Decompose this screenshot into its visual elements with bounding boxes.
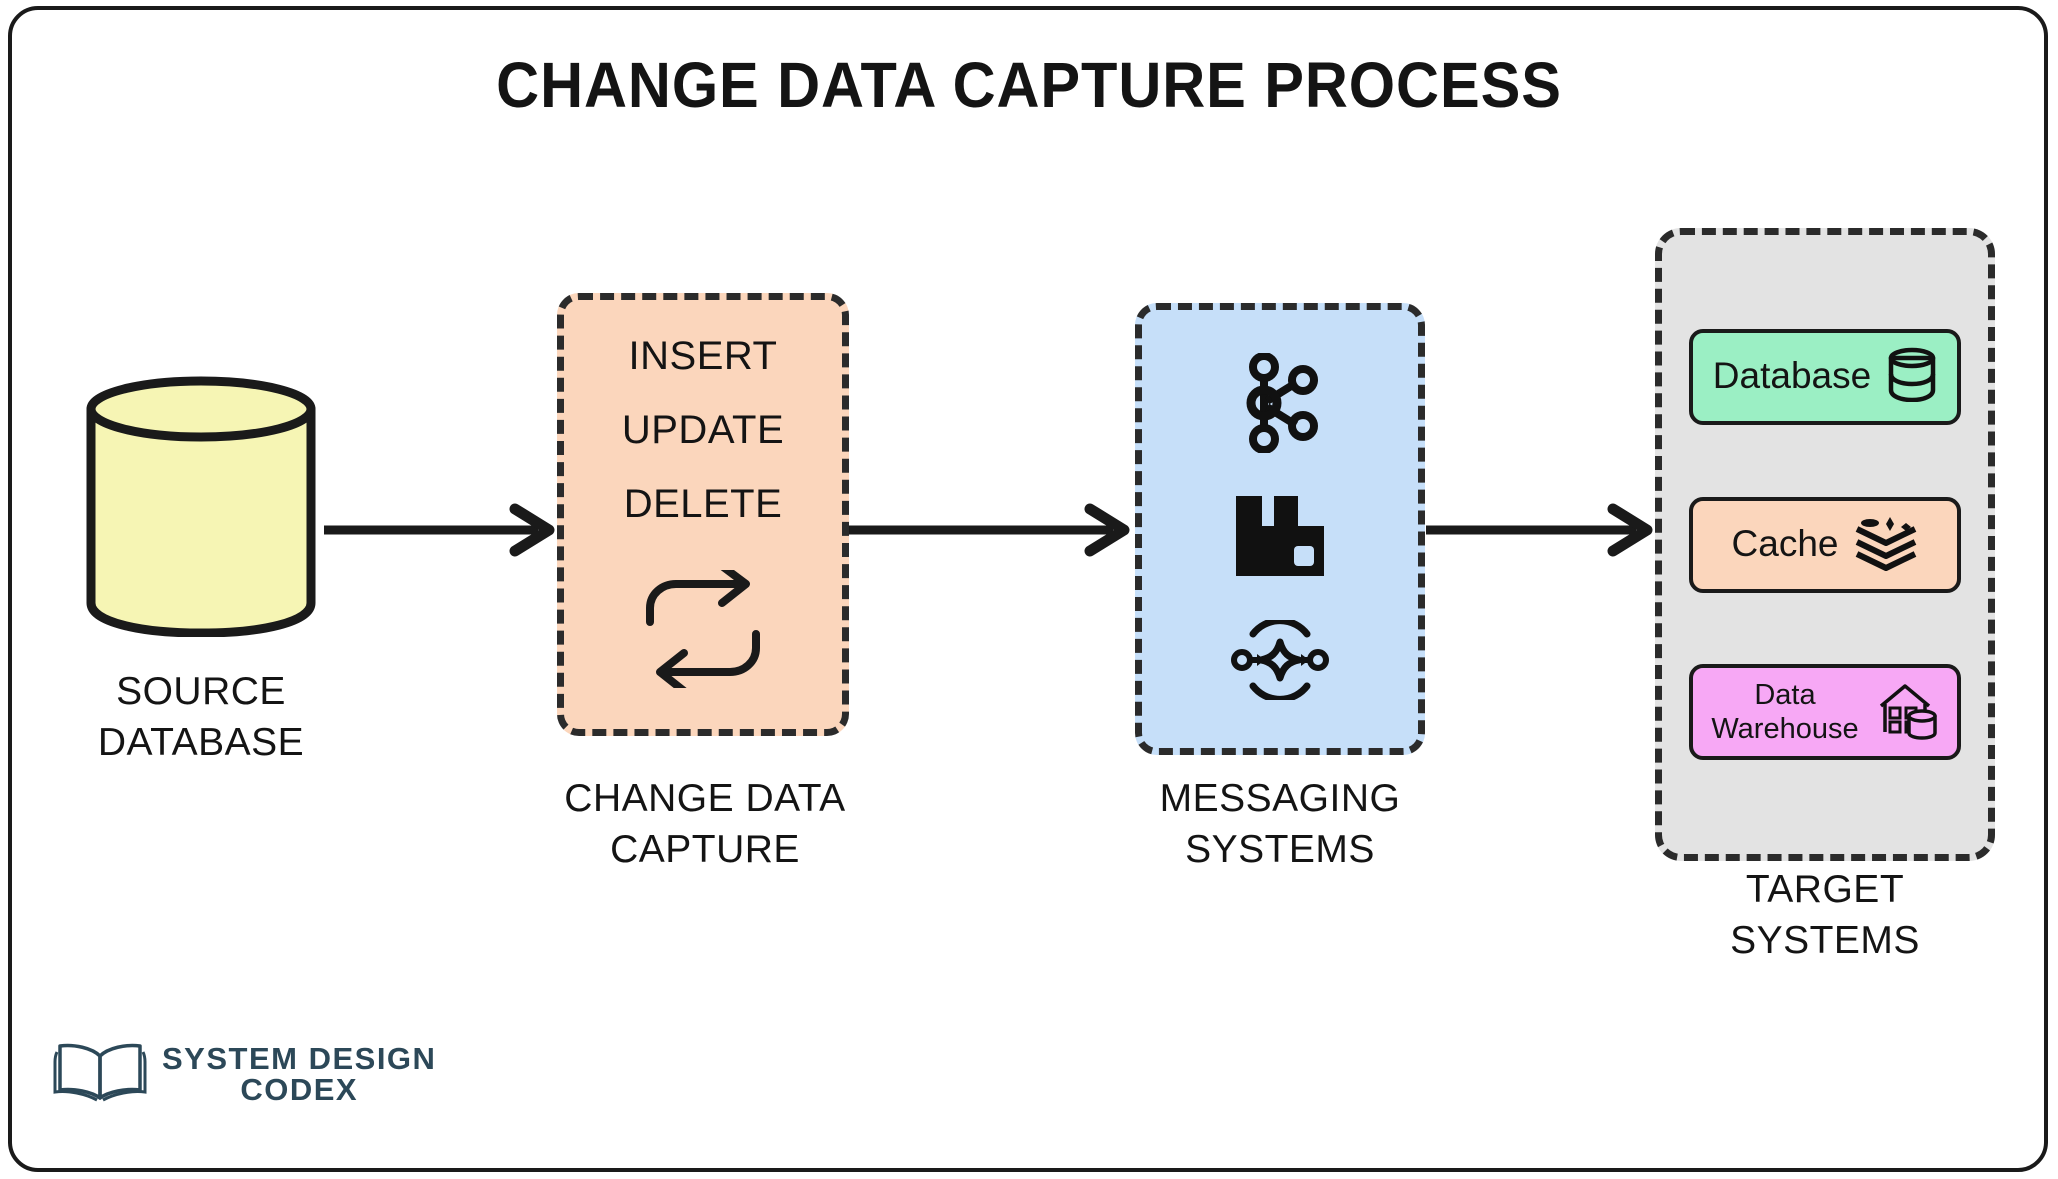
source-label-line1: SOURCE: [116, 670, 286, 713]
target-item-data-warehouse-label: Data Warehouse: [1711, 678, 1858, 746]
sync-swap-arrows-icon: [638, 562, 768, 695]
source-database-label: SOURCE DATABASE: [55, 667, 347, 768]
change-data-capture-box[interactable]: INSERT UPDATE DELETE: [557, 293, 849, 736]
pulsar-star-circle-icon: [1231, 617, 1329, 705]
rabbitmq-factory-icon: [1232, 492, 1328, 585]
cdc-label-line1: CHANGE DATA: [564, 777, 846, 820]
data-warehouse-icon: [1875, 680, 1939, 745]
kafka-node-graph-icon: [1234, 352, 1326, 458]
brand-logo-line2: CODEX: [240, 1071, 359, 1107]
database-cylinder-icon: [85, 375, 317, 637]
target-label-line2: SYSTEMS: [1730, 918, 1920, 962]
target-item-data-warehouse[interactable]: Data Warehouse: [1689, 664, 1961, 761]
target-systems-panel[interactable]: Database Cache: [1655, 228, 1995, 861]
cdc-operation-update: UPDATE: [621, 408, 785, 452]
brand-logo: SYSTEM DESIGN CODEX: [52, 1040, 436, 1107]
messaging-label-line1: MESSAGING: [1159, 777, 1401, 820]
warehouse-label-line2: Warehouse: [1711, 713, 1859, 746]
target-systems-caption: TARGET SYSTEMS: [1640, 865, 2010, 966]
warehouse-label-line1: Data: [1754, 679, 1816, 712]
target-item-database-label: Database: [1712, 355, 1872, 397]
source-database-node: SOURCE DATABASE: [85, 375, 325, 764]
cdc-caption: CHANGE DATA CAPTURE: [520, 774, 890, 875]
arrow-cdc-to-messaging: [849, 503, 1130, 557]
cdc-operation-delete: DELETE: [623, 482, 783, 526]
brand-logo-line1: SYSTEM DESIGN: [162, 1040, 437, 1076]
messaging-caption: MESSAGING SYSTEMS: [1100, 774, 1460, 875]
brand-logo-text: SYSTEM DESIGN CODEX: [162, 1043, 436, 1105]
cdc-operation-insert: INSERT: [628, 334, 778, 378]
arrow-messaging-to-target: [1426, 503, 1653, 557]
messaging-systems-box[interactable]: [1135, 303, 1425, 755]
target-label-line1: TARGET: [1745, 868, 1905, 911]
cdc-label-line2: CAPTURE: [610, 827, 800, 871]
target-item-cache[interactable]: Cache: [1689, 496, 1961, 593]
arrow-source-to-cdc: [324, 503, 555, 557]
page-title: CHANGE DATA CAPTURE PROCESS: [496, 49, 1562, 121]
messaging-label-line2: SYSTEMS: [1185, 827, 1375, 871]
source-label-line2: DATABASE: [97, 720, 305, 764]
open-book-icon: [52, 1040, 148, 1107]
target-item-cache-label: Cache: [1731, 523, 1839, 565]
layers-stack-icon: [1854, 513, 1918, 576]
target-item-database[interactable]: Database: [1689, 328, 1961, 425]
database-cylinder-icon: [1887, 346, 1937, 407]
